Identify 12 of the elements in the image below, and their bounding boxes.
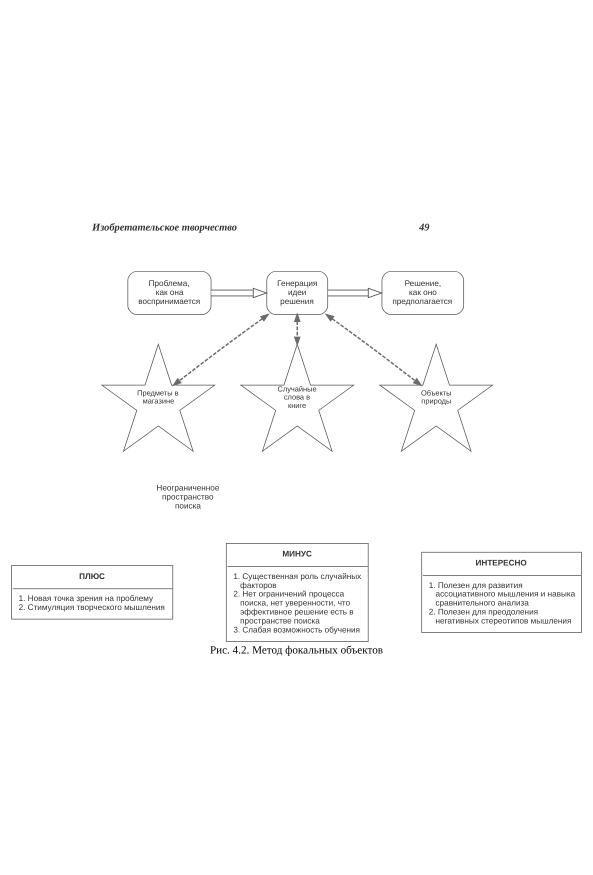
- arrow: [210, 288, 268, 298]
- arrow: [172, 313, 270, 386]
- arrow: [294, 312, 301, 346]
- label: Неограниченное пространство поиска: [156, 483, 220, 510]
- node-box: Генерация идеи решения: [266, 271, 328, 315]
- label: Изобретательское творчество: [92, 222, 237, 234]
- arrow: [324, 313, 422, 386]
- label: 49: [419, 222, 430, 234]
- node-box: Проблема, как она воспринимается: [127, 271, 212, 315]
- arrow: [327, 288, 383, 298]
- node-box: Решение, как оно предполагается: [382, 271, 464, 315]
- caption: Рис. 4.2. Метод фокальных объектов: [210, 644, 384, 656]
